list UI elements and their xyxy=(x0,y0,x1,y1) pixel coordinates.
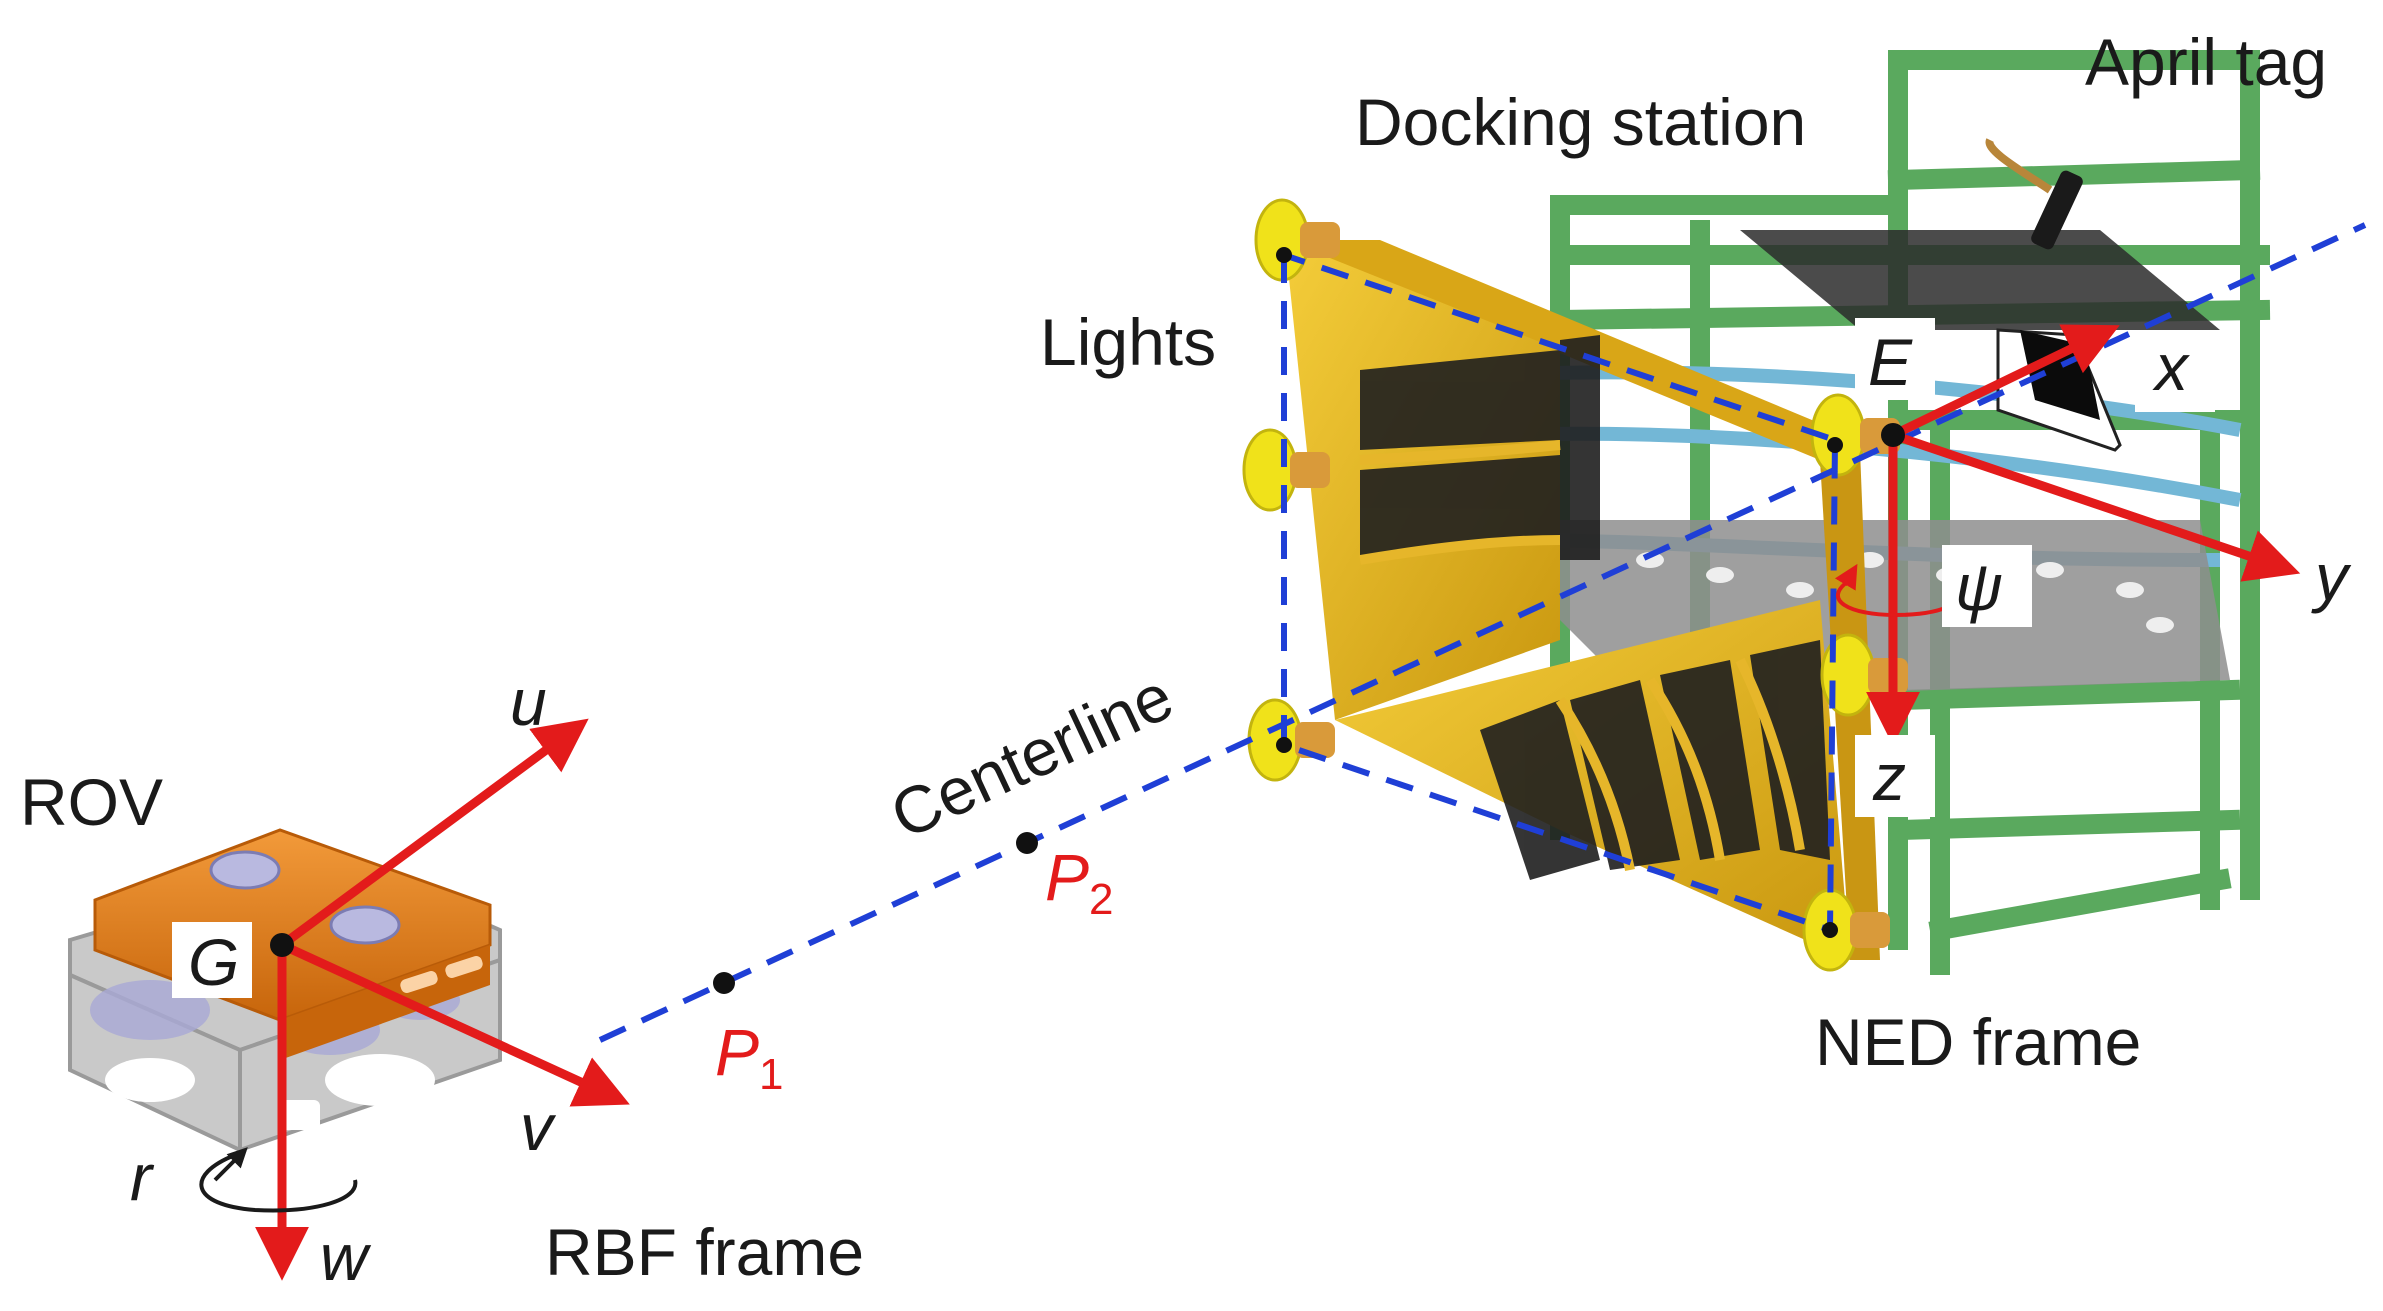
y-axis xyxy=(1891,430,2301,582)
p2-label: P2 xyxy=(1045,840,1114,924)
p1-label: P1 xyxy=(715,1015,784,1099)
light-housings xyxy=(1290,222,1908,948)
r-rotation-label: r xyxy=(130,1140,155,1214)
g-label-box xyxy=(172,922,252,998)
e-origin-dot xyxy=(1881,423,1905,447)
v-axis xyxy=(280,940,630,1107)
docking-station xyxy=(1242,50,2271,975)
p2-subscript: 2 xyxy=(1089,875,1113,924)
p2-letter: P xyxy=(1045,840,1089,914)
g-origin-dot xyxy=(270,933,294,957)
p1-subscript: 1 xyxy=(759,1050,783,1099)
docking-station-label: Docking station xyxy=(1355,85,1806,159)
april-tag xyxy=(1996,328,2122,452)
label-boxes xyxy=(1855,318,2215,817)
psi-label: ψ xyxy=(1955,550,2003,624)
r-rotation-arrow xyxy=(199,1147,358,1213)
top-camera xyxy=(1985,138,2083,250)
light-bottom-left xyxy=(1247,698,1303,782)
top-slats xyxy=(1740,230,2220,330)
p1-dot xyxy=(713,972,735,994)
funnel-ribs xyxy=(1359,440,1805,871)
z-axis-label: z xyxy=(1872,740,1906,814)
rbf-frame-label: RBF frame xyxy=(545,1215,864,1289)
g-origin-label: G xyxy=(188,925,239,999)
x-axis-label: x xyxy=(2152,330,2190,404)
ned-frame-label: NED frame xyxy=(1815,1005,2141,1079)
centerline-points xyxy=(713,247,1843,994)
ned-axes xyxy=(1866,324,2301,746)
p2-dot xyxy=(1016,832,1038,854)
funnel-dark-strips xyxy=(1360,335,1830,880)
v-axis-label: v xyxy=(520,1090,557,1164)
funnel-top-left-dot xyxy=(1276,247,1292,263)
e-origin-label: E xyxy=(1868,325,1913,399)
funnel-entry-dot xyxy=(1276,737,1292,753)
rov-frame-holes xyxy=(105,1054,435,1130)
rov-top-holes xyxy=(209,850,401,945)
rov-label: ROV xyxy=(20,765,163,839)
april-tag-label: April tag xyxy=(2085,25,2327,99)
x-axis xyxy=(1891,324,2120,440)
u-axis-label: u xyxy=(510,665,547,739)
rov-side-slots xyxy=(400,956,483,993)
funnel-bottom-right-dot xyxy=(1822,922,1838,938)
rbf-axes xyxy=(255,718,630,1281)
u-axis xyxy=(279,718,589,949)
rov-orange-side xyxy=(280,945,490,1060)
p1-letter: P xyxy=(715,1015,759,1089)
w-axis-label: w xyxy=(320,1220,372,1294)
lights-label: Lights xyxy=(1040,305,1216,379)
funnel-top-right-dot xyxy=(1827,437,1843,453)
y-axis-label: y xyxy=(2311,540,2352,614)
centerline-label: Centerline xyxy=(880,658,1184,852)
light-mid-left xyxy=(1242,428,1298,512)
